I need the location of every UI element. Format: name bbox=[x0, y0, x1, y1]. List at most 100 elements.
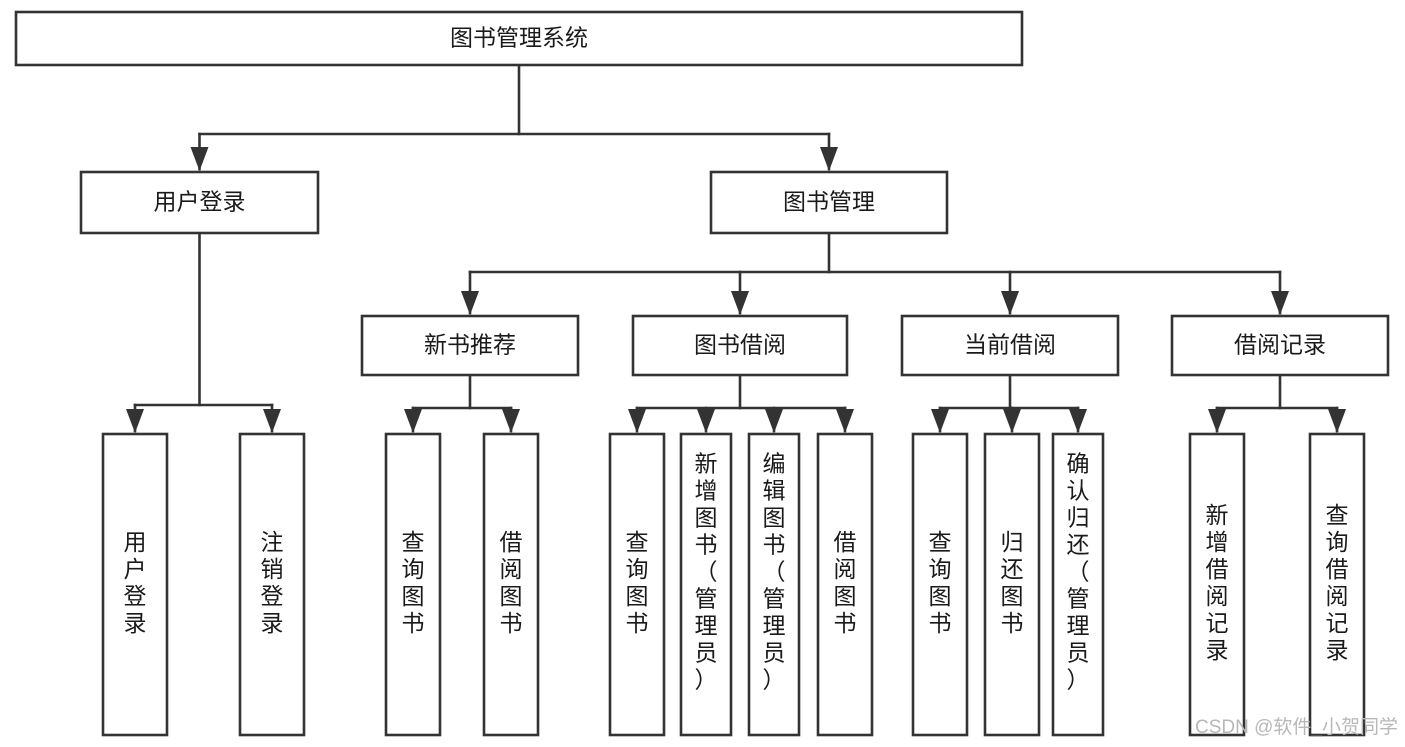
label-char: 辑 bbox=[763, 478, 786, 504]
label-char: 询 bbox=[1326, 529, 1349, 555]
label-char: （ bbox=[695, 559, 718, 585]
arrow-head-icon bbox=[765, 409, 783, 433]
label-char: 编 bbox=[763, 451, 786, 477]
arrow-head-icon bbox=[263, 409, 281, 433]
label-char: 还 bbox=[1001, 556, 1024, 582]
label-char: 录 bbox=[124, 610, 147, 636]
label-char: 询 bbox=[626, 556, 649, 582]
label-char: 借 bbox=[834, 529, 857, 555]
label-char: 图 bbox=[626, 583, 649, 609]
label-char: 归 bbox=[1067, 505, 1090, 531]
label-char: 员 bbox=[695, 640, 718, 666]
arrow-head-icon bbox=[1069, 409, 1087, 433]
node-box-leaf-query-record bbox=[1308, 432, 1366, 737]
node-book-borrow[interactable]: 图书借阅 bbox=[631, 314, 849, 377]
node-label-book-borrow: 图书借阅 bbox=[694, 332, 786, 358]
label-char: 增 bbox=[1206, 529, 1229, 555]
node-label-leaf-user-login: 用户登录 bbox=[124, 529, 147, 636]
label-char: 书 bbox=[834, 610, 857, 636]
arrow-head-icon bbox=[1328, 409, 1346, 433]
label-char: 阅 bbox=[1326, 583, 1349, 609]
node-box-leaf-logout-login bbox=[238, 432, 306, 737]
label-char: 录 bbox=[1206, 637, 1229, 663]
label-char: 新 bbox=[695, 451, 718, 477]
node-box-leaf-return-book bbox=[983, 432, 1041, 737]
label-char: 员 bbox=[1067, 640, 1090, 666]
node-box-leaf-borrow-book-2 bbox=[816, 432, 874, 737]
node-root[interactable]: 图书管理系统 bbox=[14, 10, 1024, 67]
label-char: 借 bbox=[500, 529, 523, 555]
label-char: 管 bbox=[1067, 586, 1090, 612]
arrow-head-icon bbox=[731, 291, 749, 315]
node-box-leaf-confirm-return bbox=[1051, 432, 1105, 737]
node-book-manage[interactable]: 图书管理 bbox=[709, 170, 949, 235]
node-user-login[interactable]: 用户登录 bbox=[79, 170, 320, 235]
label-char: 查 bbox=[929, 529, 952, 555]
label-char: 借 bbox=[1326, 556, 1349, 582]
node-box-root bbox=[14, 10, 1024, 67]
node-new-book-recommend[interactable]: 新书推荐 bbox=[360, 314, 580, 377]
node-label-book-manage: 图书管理 bbox=[783, 189, 875, 215]
label-char: 还 bbox=[1067, 532, 1090, 558]
arrow-head-icon bbox=[628, 409, 646, 433]
label-char: 录 bbox=[1326, 637, 1349, 663]
arrow-head-icon bbox=[1208, 409, 1226, 433]
arrow-head-icon bbox=[1271, 291, 1289, 315]
label-char: 询 bbox=[402, 556, 425, 582]
node-box-user-login bbox=[79, 170, 320, 235]
label-char: ） bbox=[1067, 667, 1090, 693]
node-borrow-record[interactable]: 借阅记录 bbox=[1170, 314, 1390, 377]
label-char: 理 bbox=[763, 613, 786, 639]
node-box-borrow-record bbox=[1170, 314, 1390, 377]
label-char: 注 bbox=[261, 529, 284, 555]
label-char: 新 bbox=[1206, 502, 1229, 528]
label-char: 阅 bbox=[834, 556, 857, 582]
label-char: 录 bbox=[261, 610, 284, 636]
label-char: 管 bbox=[695, 586, 718, 612]
csdn-watermark: CSDN @软件_小贺同学 bbox=[1195, 716, 1398, 738]
node-box-current-borrow bbox=[900, 314, 1120, 377]
node-label-root: 图书管理系统 bbox=[450, 25, 588, 51]
label-char: 查 bbox=[402, 529, 425, 555]
node-box-leaf-add-book bbox=[679, 432, 733, 737]
node-label-user-login: 用户登录 bbox=[154, 189, 246, 215]
label-char: 确 bbox=[1067, 451, 1090, 477]
label-char: 查 bbox=[1326, 502, 1349, 528]
label-char: 书 bbox=[500, 610, 523, 636]
label-char: 书 bbox=[1001, 610, 1024, 636]
label-char: 用 bbox=[124, 529, 147, 555]
label-char: 管 bbox=[763, 586, 786, 612]
label-char: 图 bbox=[834, 583, 857, 609]
node-current-borrow[interactable]: 当前借阅 bbox=[900, 314, 1120, 377]
label-char: 书 bbox=[929, 610, 952, 636]
label-char: 记 bbox=[1206, 610, 1229, 636]
arrow-head-icon bbox=[697, 409, 715, 433]
arrow-head-icon bbox=[1003, 409, 1021, 433]
label-char: ） bbox=[763, 667, 786, 693]
arrow-head-icon bbox=[502, 409, 520, 433]
node-leaf-user-login[interactable]: 用户登录 bbox=[101, 432, 169, 737]
label-char: 认 bbox=[1067, 478, 1090, 504]
